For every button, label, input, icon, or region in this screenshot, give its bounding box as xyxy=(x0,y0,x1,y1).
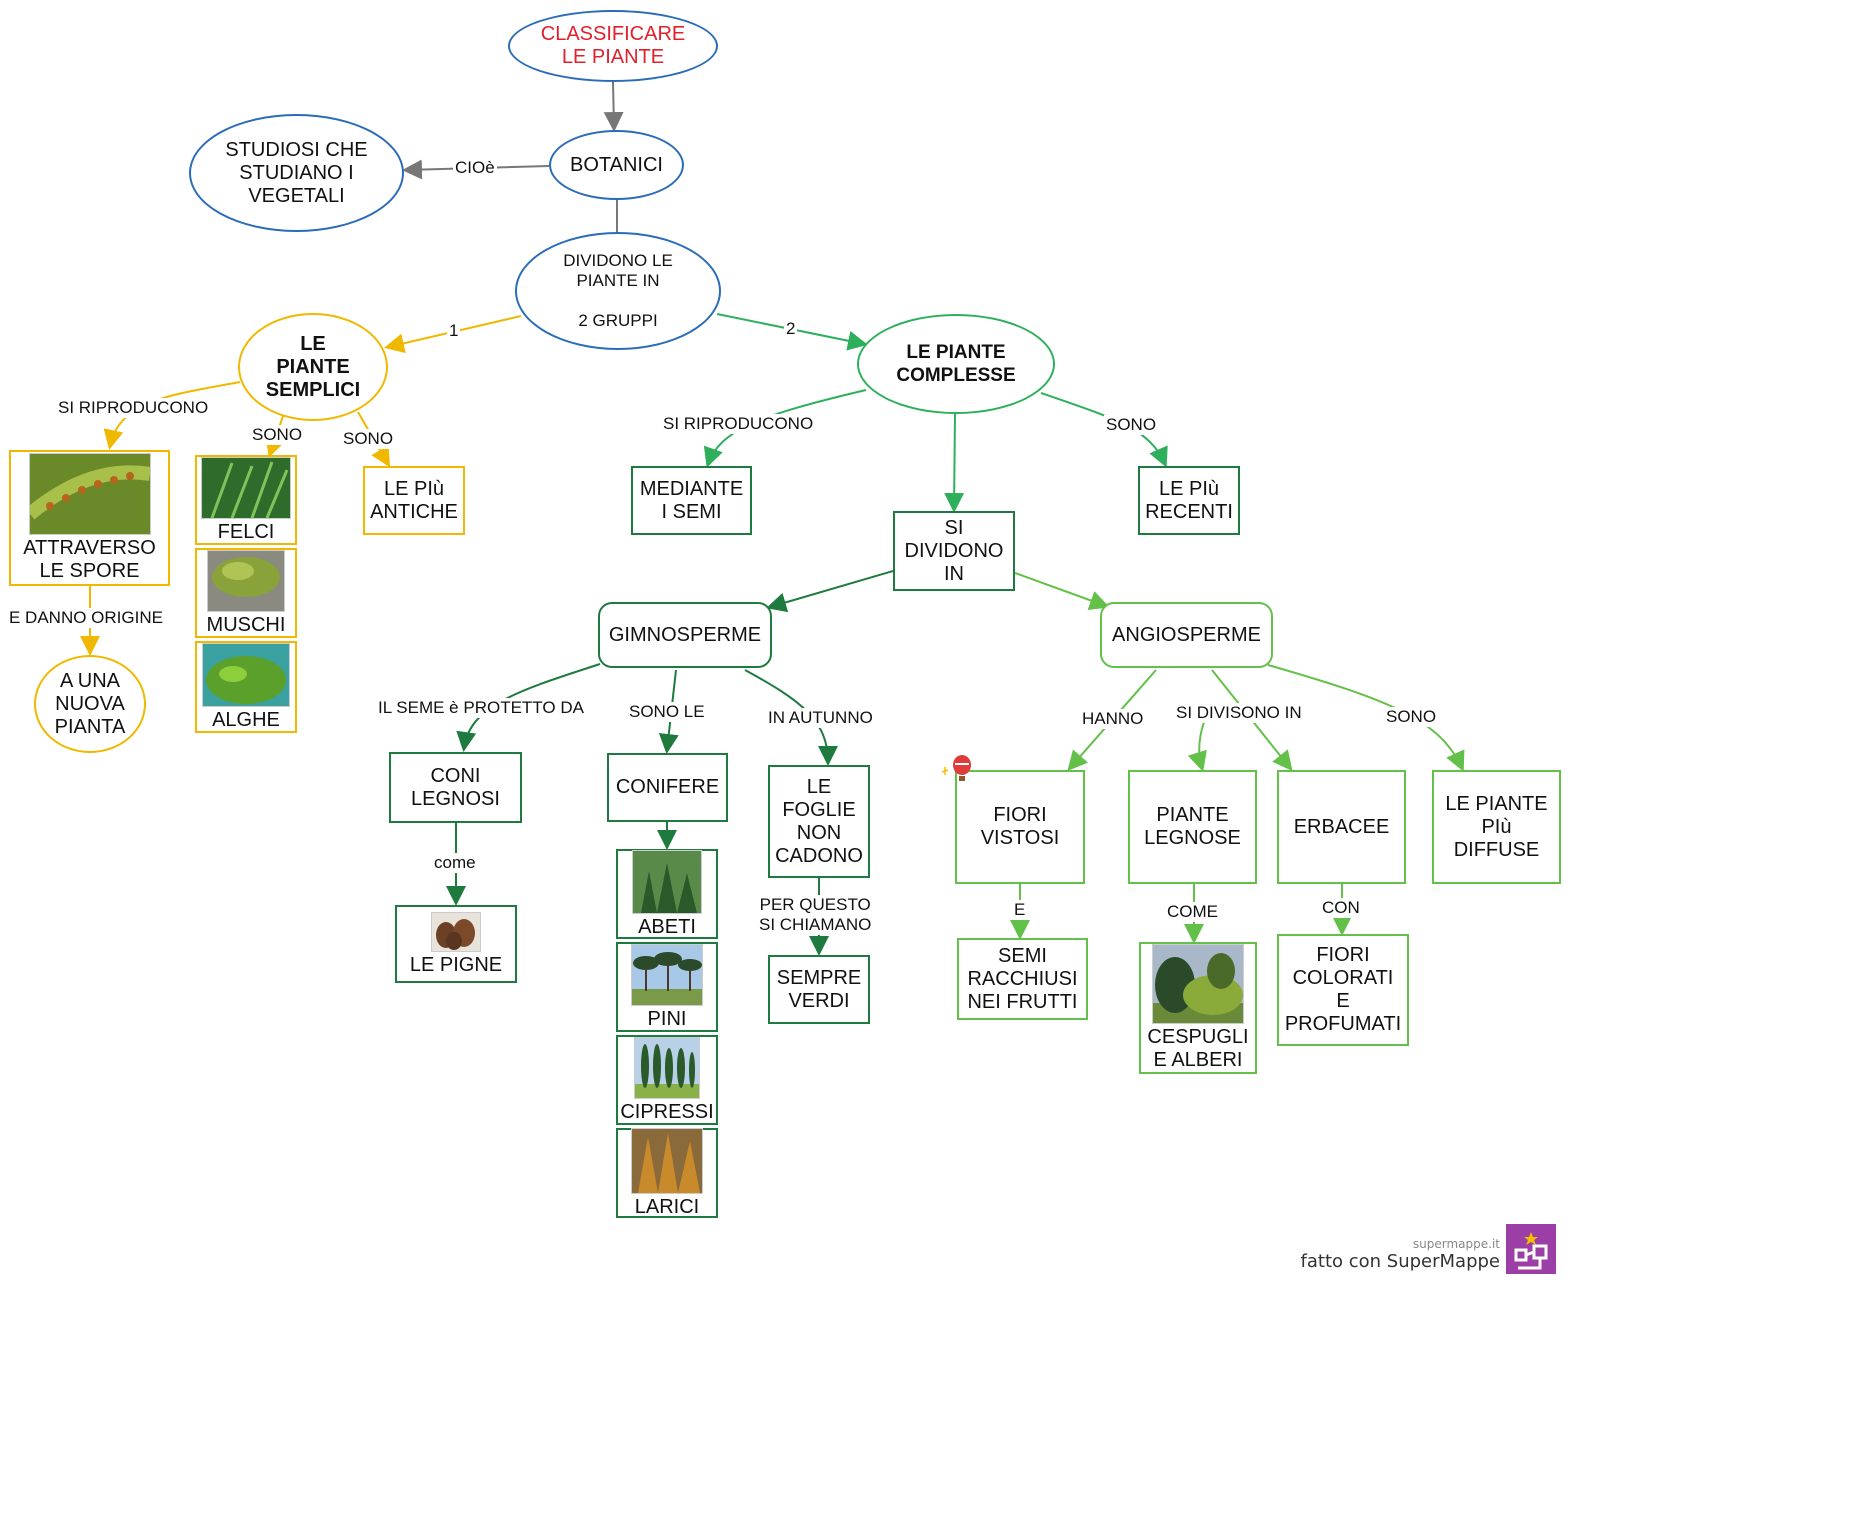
attraverso-spore-label: ATTRAVERSO LE SPORE xyxy=(23,537,156,582)
muschi-label: MUSCHI xyxy=(206,613,286,636)
node-piante-complesse[interactable]: LE PIANTE COMPLESSE xyxy=(857,314,1055,414)
label-si-divisono-in: SI DIVISONO IN xyxy=(1174,703,1304,723)
node-classificare[interactable]: CLASSIFICARE LE PIANTE xyxy=(508,10,718,82)
node-piu-recenti[interactable]: LE PIù RECENTI xyxy=(1138,466,1240,535)
label-sono-antiche: SONO xyxy=(341,429,396,449)
larici-image xyxy=(631,1127,703,1194)
label-con: CON xyxy=(1320,898,1362,918)
node-piante-piu-diffuse[interactable]: LE PIANTE PIù DIFFUSE xyxy=(1432,770,1561,884)
le-pigne-label: LE PIGNE xyxy=(409,953,503,976)
abeti-image xyxy=(632,849,702,914)
label-come-pigne: come xyxy=(432,853,478,873)
label-cioe: CIOè xyxy=(453,158,497,178)
label-si-riproducono-complesse: SI RIPRODUCONO xyxy=(661,414,816,434)
label-come-cespugli: COME xyxy=(1165,902,1220,922)
node-muschi[interactable]: MUSCHI xyxy=(195,548,297,638)
pigne-image xyxy=(431,911,481,952)
cipressi-image xyxy=(634,1036,700,1099)
node-abeti[interactable]: ABETI xyxy=(616,849,718,939)
supermappe-logo-icon[interactable] xyxy=(1506,1224,1556,1274)
node-fiori-vistosi[interactable]: FIORI VISTOSI xyxy=(955,770,1085,884)
label-si-riproducono-semplici: SI RIPRODUCONO xyxy=(56,398,211,418)
node-si-dividono[interactable]: SI DIVIDONO IN xyxy=(893,511,1015,591)
spore-image xyxy=(28,453,151,535)
node-felci[interactable]: FELCI xyxy=(195,455,297,545)
alghe-image xyxy=(202,642,290,707)
node-sempre-verdi[interactable]: SEMPRE VERDI xyxy=(768,955,870,1024)
label-sono-recenti: SONO xyxy=(1104,415,1159,435)
node-erbacee[interactable]: ERBACEE xyxy=(1277,770,1406,884)
node-pini[interactable]: PINI xyxy=(616,942,718,1032)
label-danno-origine: E DANNO ORIGINE xyxy=(7,608,165,628)
label-sono-felci: SONO xyxy=(250,425,305,445)
footer-url[interactable]: supermappe.it xyxy=(1412,1237,1500,1251)
node-foglie-non-cadono[interactable]: LE FOGLIE NON CADONO xyxy=(768,765,870,878)
label-per-questo: PER QUESTO SI CHIAMANO xyxy=(757,895,874,935)
label-sono-diffuse: SONO xyxy=(1384,707,1439,727)
pini-image xyxy=(631,943,703,1006)
label-sono-le: SONO LE xyxy=(627,702,707,722)
footer-made-with: fatto con SuperMappe xyxy=(1300,1251,1500,1272)
pini-label: PINI xyxy=(647,1007,687,1030)
cespugli-alberi-label: CESPUGLI E ALBERI xyxy=(1147,1026,1249,1071)
label-e: E xyxy=(1012,900,1028,920)
node-piu-antiche[interactable]: LE PIù ANTICHE xyxy=(363,466,465,535)
node-alghe[interactable]: ALGHE xyxy=(195,641,297,733)
node-piante-legnose[interactable]: PIANTE LEGNOSE xyxy=(1128,770,1257,884)
footer: supermappe.it fatto con SuperMappe xyxy=(1301,1237,1500,1272)
label-two: 2 xyxy=(784,319,798,339)
node-coni-legnosi[interactable]: CONI LEGNOSI xyxy=(389,752,522,823)
node-piante-semplici[interactable]: LE PIANTE SEMPLICI xyxy=(238,313,388,421)
node-le-pigne[interactable]: LE PIGNE xyxy=(395,905,517,983)
label-hanno: HANNO xyxy=(1080,709,1146,729)
node-studiosi[interactable]: STUDIOSI CHE STUDIANO I VEGETALI xyxy=(189,114,404,232)
cipressi-label: CIPRESSI xyxy=(620,1100,714,1123)
alghe-label: ALGHE xyxy=(212,708,280,731)
logo-glyph-icon xyxy=(1514,1232,1548,1270)
label-in-autunno: IN AUTUNNO xyxy=(766,708,875,728)
label-one: 1 xyxy=(447,321,461,341)
muschi-image xyxy=(207,549,285,612)
node-attraverso-spore[interactable]: ATTRAVERSO LE SPORE xyxy=(9,450,170,586)
node-fiori-colorati[interactable]: FIORI COLORATI E PROFUMATI xyxy=(1277,934,1409,1046)
label-seme-protetto: IL SEME è PROTETTO DA xyxy=(376,698,586,718)
abeti-label: ABETI xyxy=(638,915,696,938)
node-mediante-semi[interactable]: MEDIANTE I SEMI xyxy=(631,466,752,535)
node-larici[interactable]: LARICI xyxy=(616,1127,718,1218)
node-cespugli-alberi[interactable]: CESPUGLI E ALBERI xyxy=(1139,942,1257,1074)
cespugli-image xyxy=(1152,944,1244,1024)
felci-image xyxy=(201,456,291,519)
felci-label: FELCI xyxy=(217,520,275,543)
node-cipressi[interactable]: CIPRESSI xyxy=(616,1035,718,1125)
larici-label: LARICI xyxy=(634,1195,700,1218)
node-botanici[interactable]: BOTANICI xyxy=(549,130,684,200)
node-conifere[interactable]: CONIFERE xyxy=(607,753,728,822)
node-nuova-pianta[interactable]: A UNA NUOVA PIANTA xyxy=(34,655,146,753)
node-dividono[interactable]: DIVIDONO LE PIANTE IN 2 GRUPPI xyxy=(515,232,721,350)
node-gimnosperme[interactable]: GIMNOSPERME xyxy=(598,602,772,668)
node-angiosperme[interactable]: ANGIOSPERME xyxy=(1100,602,1273,668)
balloon-icon xyxy=(941,755,971,781)
node-semi-racchiusi[interactable]: SEMI RACCHIUSI NEI FRUTTI xyxy=(957,938,1088,1020)
